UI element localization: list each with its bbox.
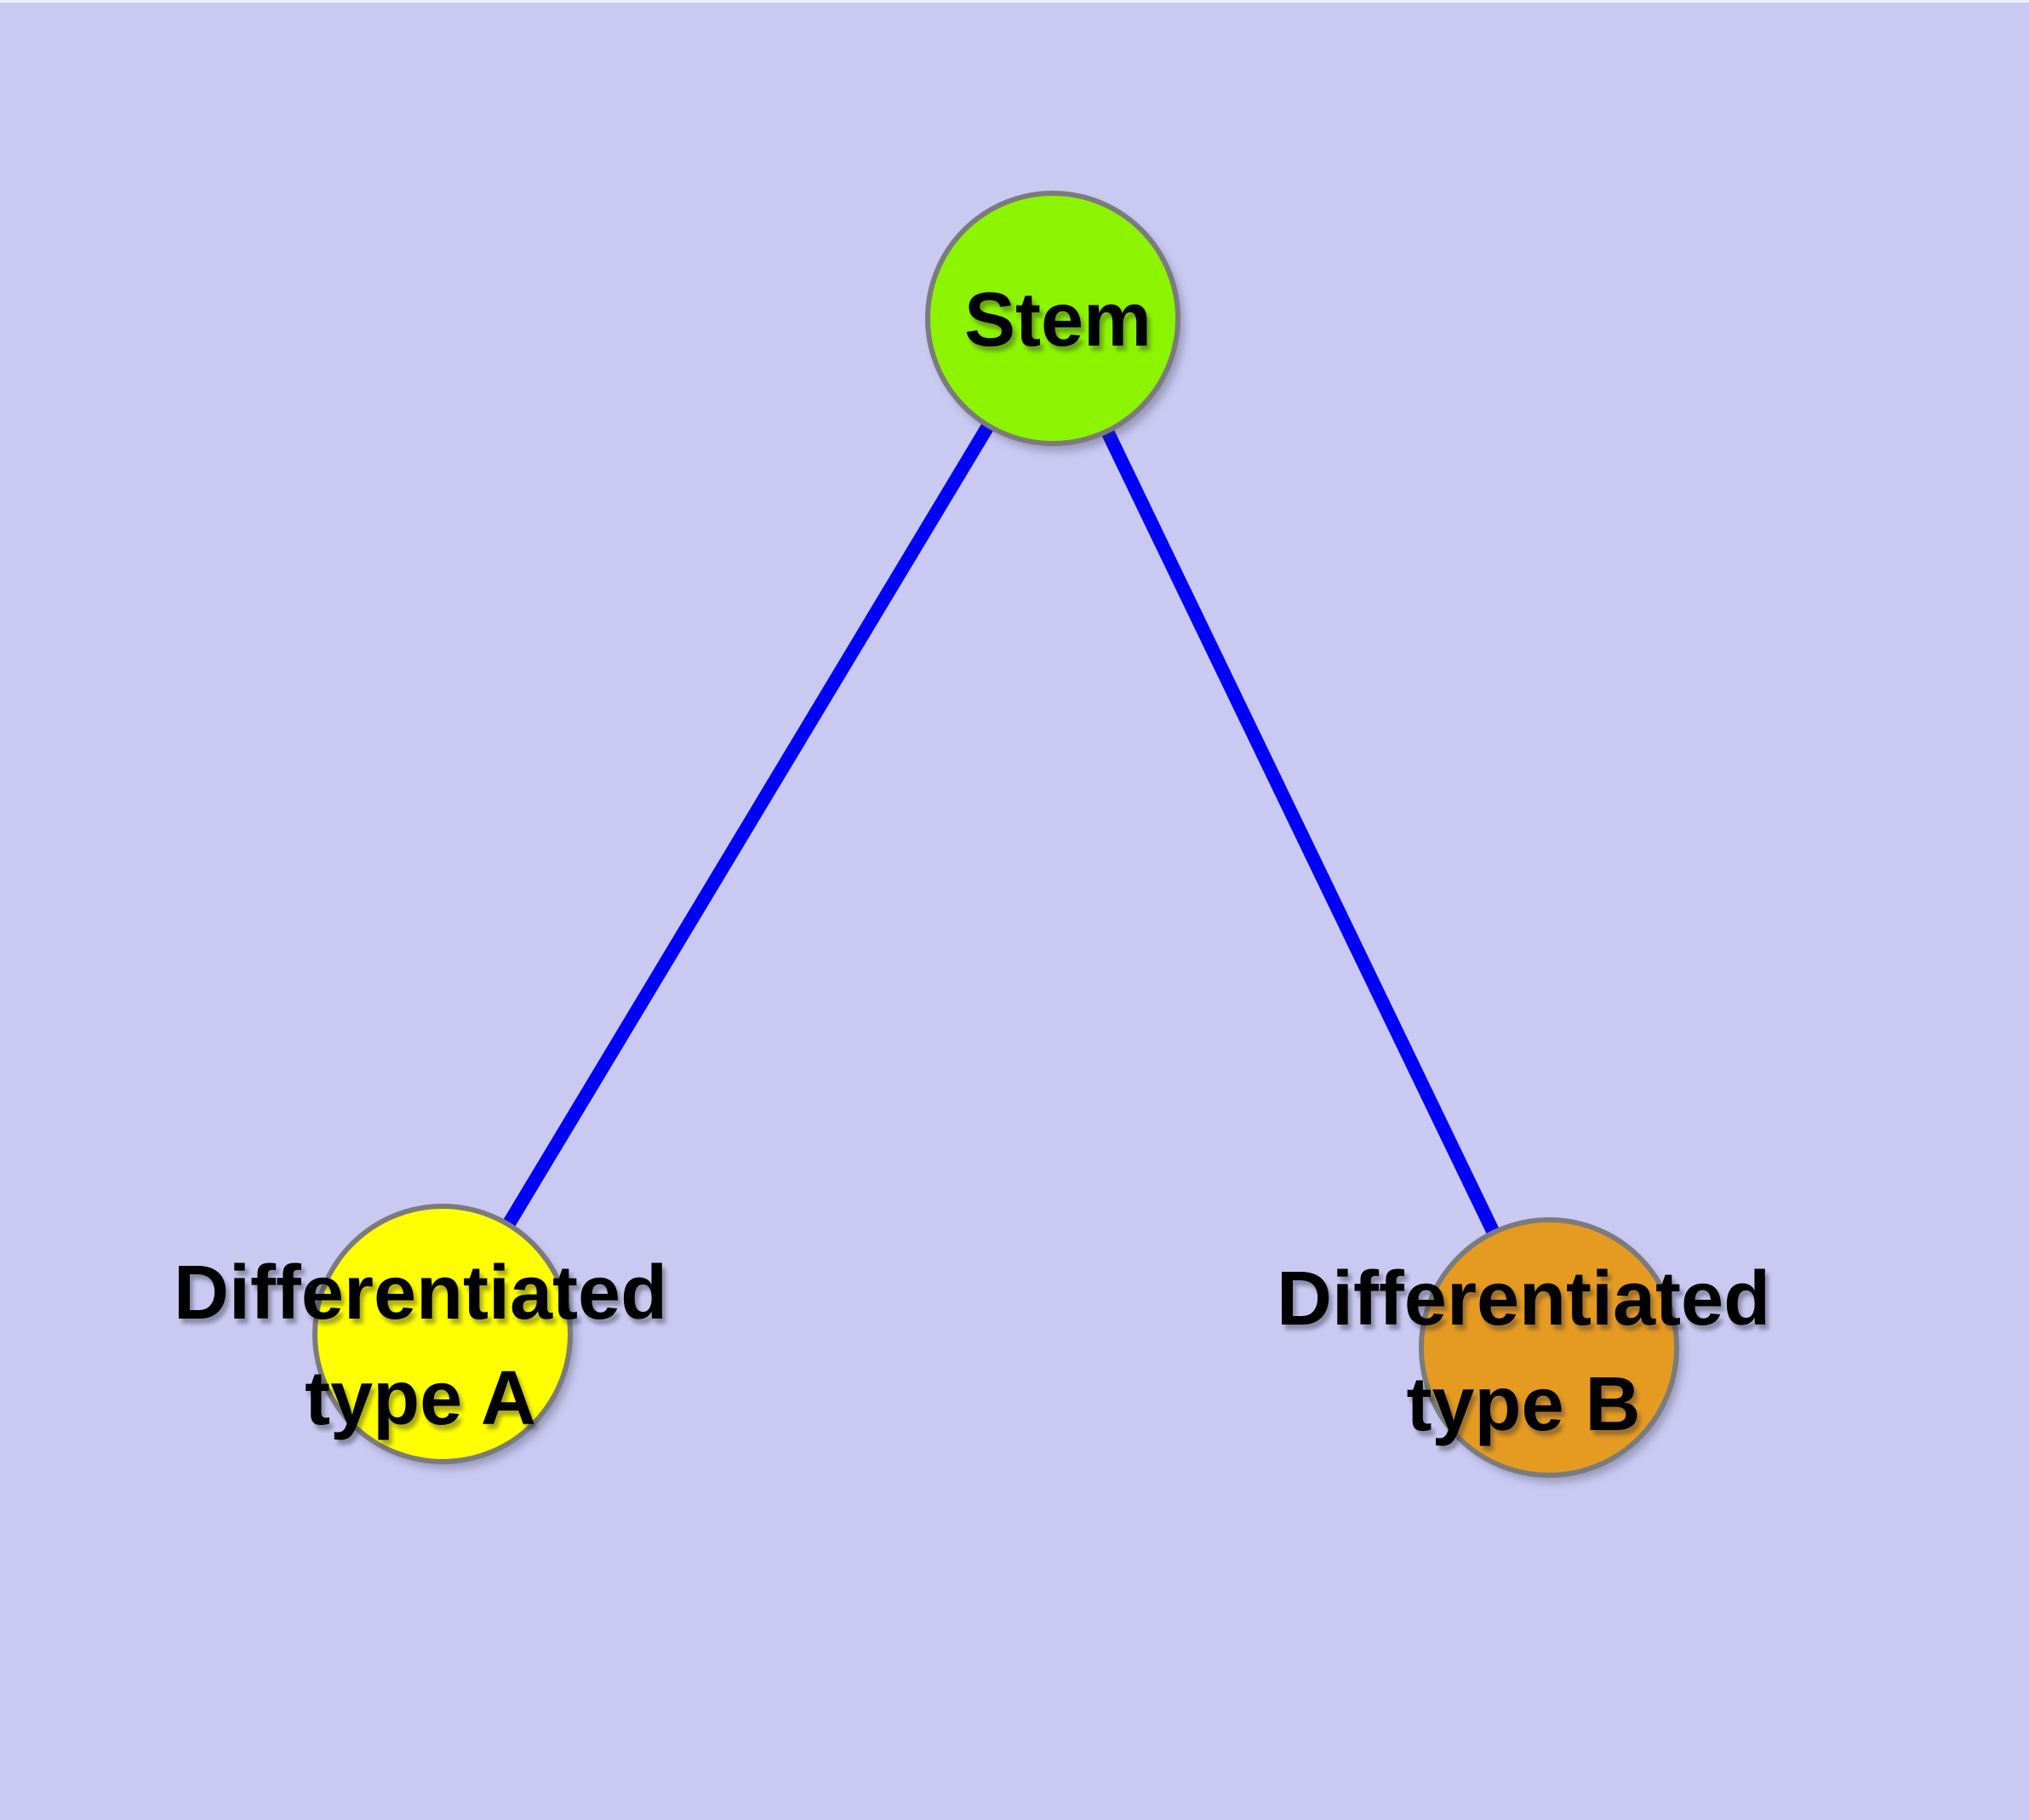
type-a-label-line1: Differentiated	[173, 1251, 668, 1336]
type-a-node	[312, 1204, 573, 1464]
graph-svg	[312, 191, 1682, 1482]
stem-node	[925, 191, 1180, 446]
type-b-node	[1419, 1217, 1679, 1478]
type-a-label-line2: type A	[305, 1356, 536, 1441]
type-a-node-label: Differentiated type A	[174, 1240, 667, 1451]
type-b-node-label: Differentiated type B	[1277, 1246, 1770, 1457]
stem-node-label: Stem	[963, 278, 1152, 363]
edge-stem-to-type-b	[1046, 315, 1556, 1351]
type-b-label-line2: type B	[1406, 1362, 1641, 1447]
edge-stem-to-type-a	[437, 314, 1059, 1338]
type-b-label-line1: Differentiated	[1276, 1256, 1771, 1342]
